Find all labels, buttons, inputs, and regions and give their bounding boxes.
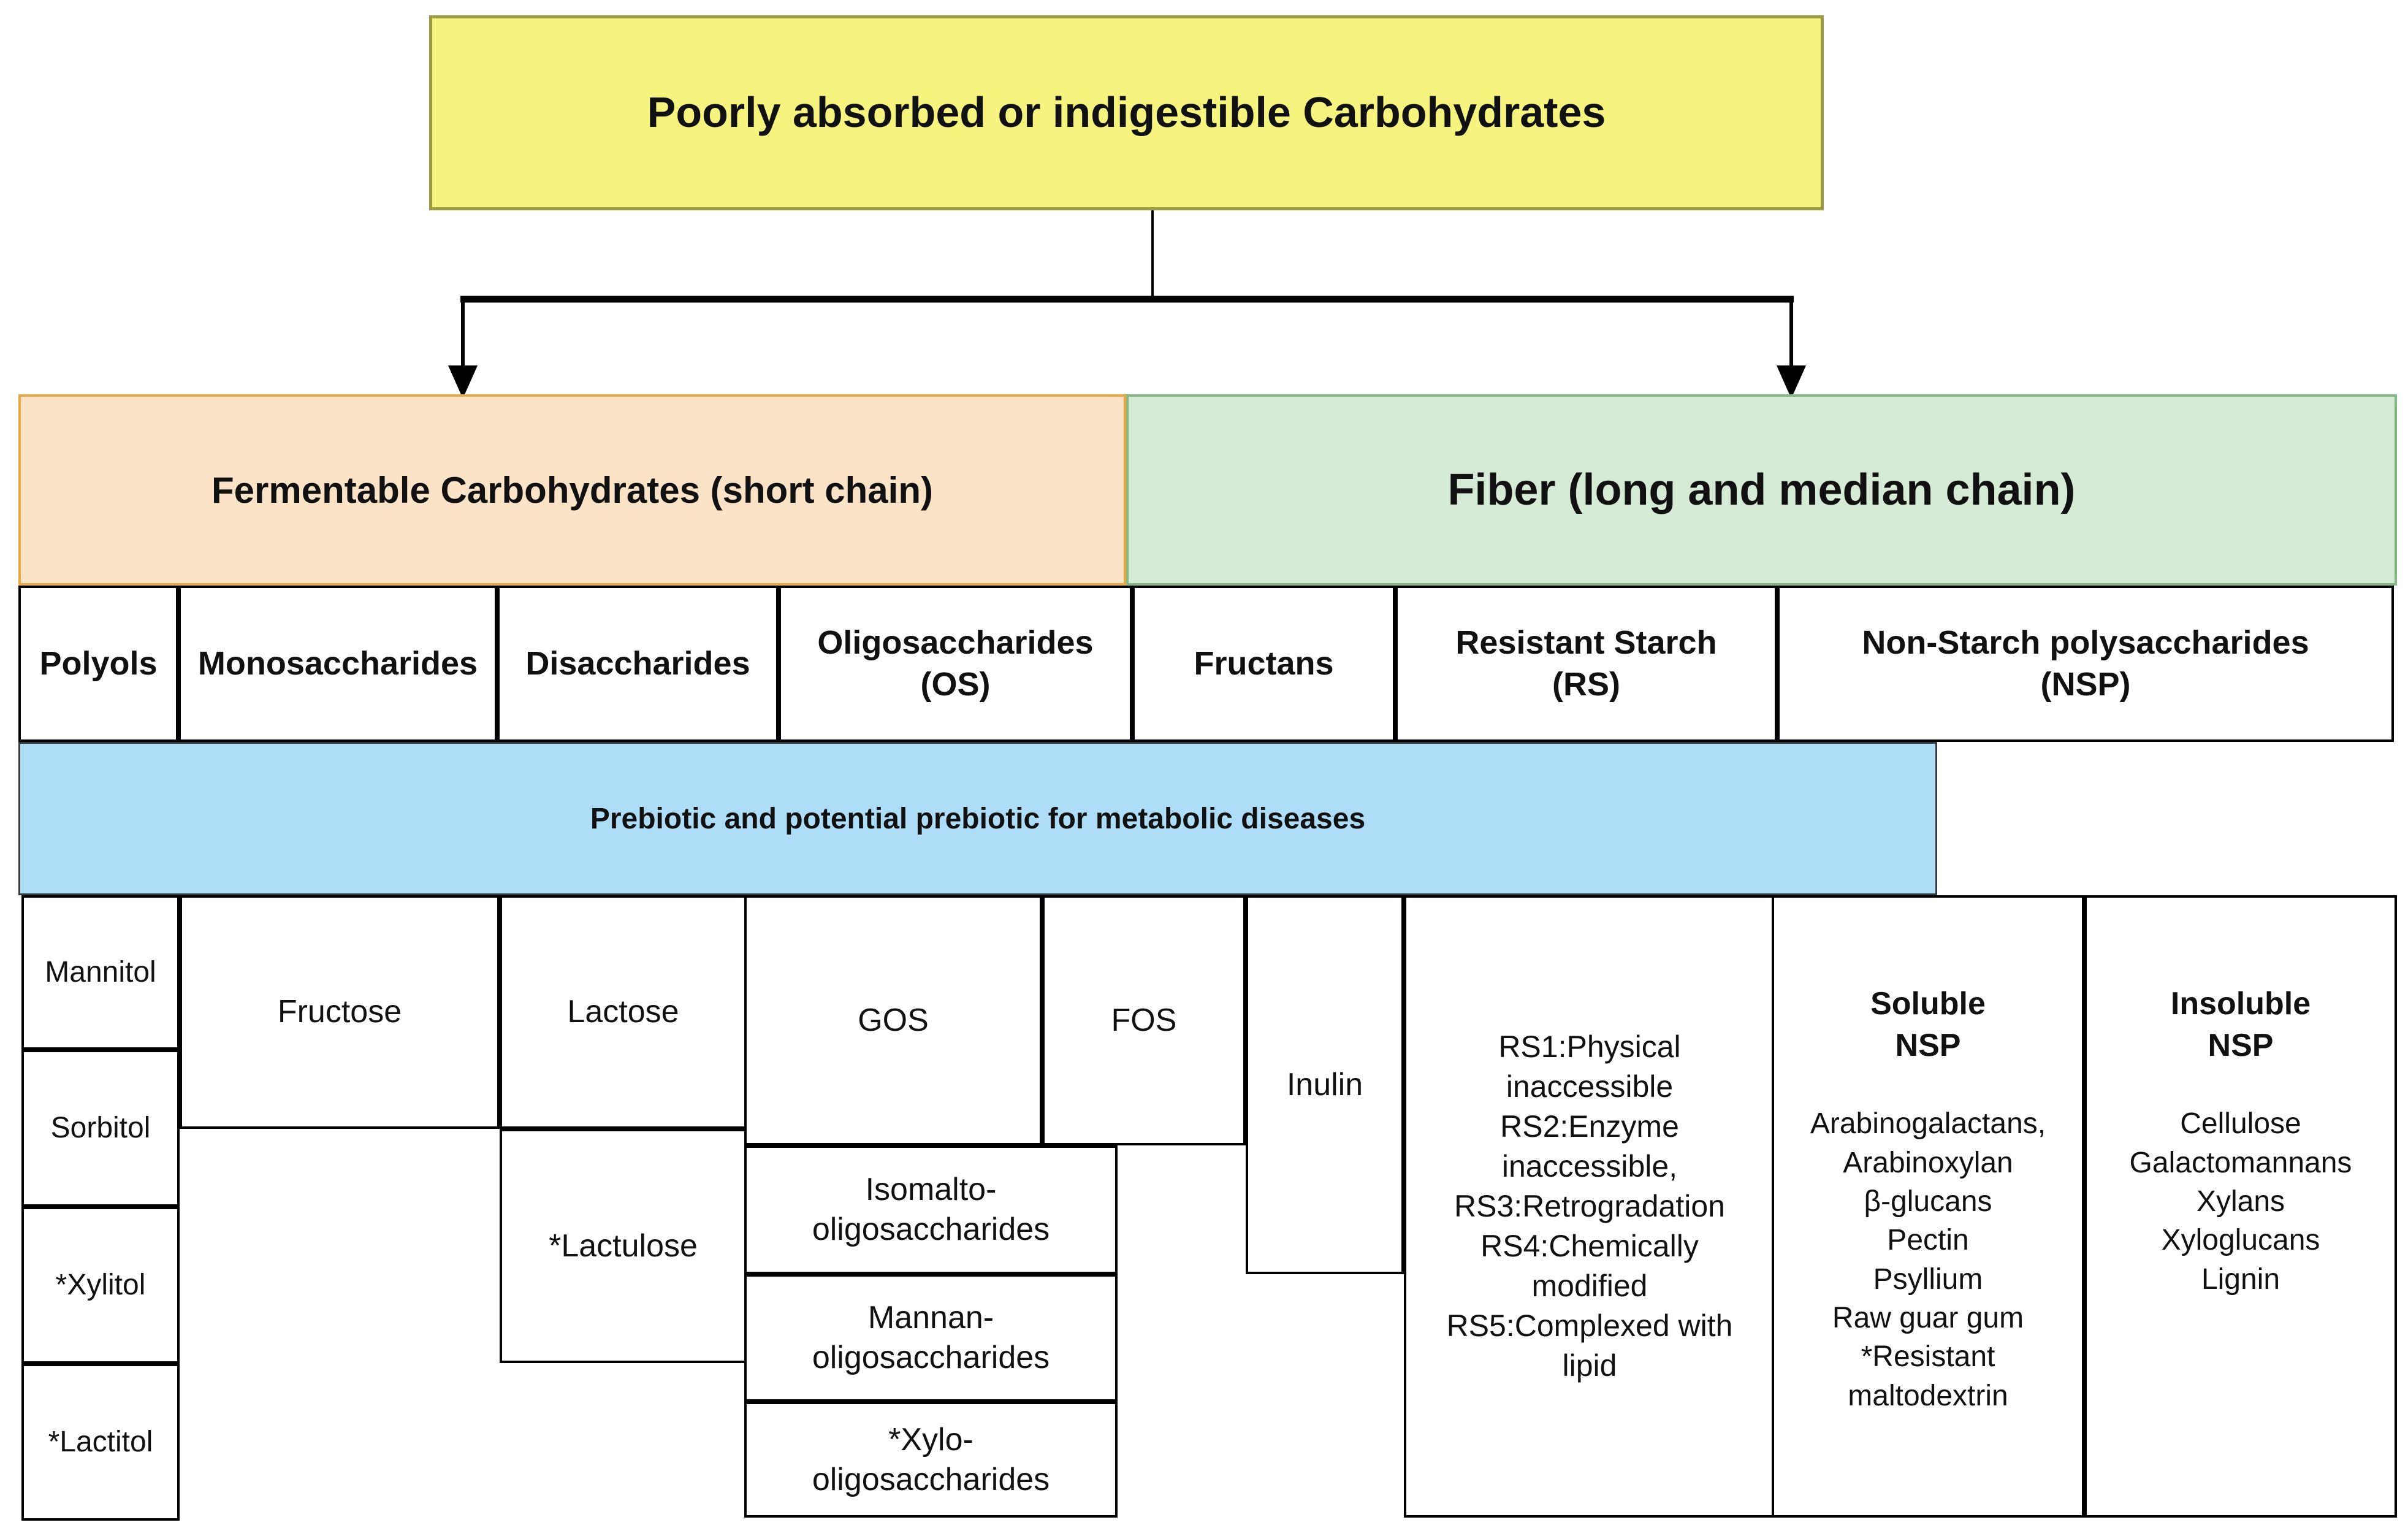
resistant-starch-box: RS1:Physical inaccessible RS2:Enzyme ina… bbox=[1404, 895, 1775, 1518]
polyol-item-mannitol: Mannitol bbox=[21, 895, 180, 1050]
soluble-nsp-item: Pectin bbox=[1887, 1224, 1969, 1257]
header-fructans: Fructans bbox=[1132, 586, 1395, 742]
header-oligosaccharides: Oligosaccharides (OS) bbox=[779, 586, 1132, 742]
disaccharide-item-lactose: Lactose bbox=[500, 895, 747, 1129]
soluble-nsp-list: Arabinogalactans, Arabinoxylan β-glucans… bbox=[1774, 1104, 2082, 1415]
branch-fiber: Fiber (long and median chain) bbox=[1126, 394, 2397, 586]
insoluble-nsp-box: Insoluble NSP Cellulose Galactomannans X… bbox=[2084, 895, 2397, 1518]
header-monosaccharides: Monosaccharides bbox=[178, 586, 497, 742]
soluble-nsp-box: Soluble NSP Arabinogalactans, Arabinoxyl… bbox=[1772, 895, 2084, 1518]
header-disaccharides: Disaccharides bbox=[497, 586, 779, 742]
polyol-item-xylitol: *Xylitol bbox=[21, 1207, 180, 1364]
rs-item: RS2:Enzyme inaccessible, bbox=[1500, 1109, 1679, 1183]
header-nsp: Non-Starch polysaccharides (NSP) bbox=[1777, 586, 2394, 742]
polyol-item-lactitol: *Lactitol bbox=[21, 1364, 180, 1521]
insoluble-nsp-item: Xyloglucans bbox=[2161, 1224, 2320, 1257]
insoluble-nsp-item: Xylans bbox=[2196, 1185, 2285, 1218]
prebiotic-banner: Prebiotic and potential prebiotic for me… bbox=[18, 742, 1937, 895]
header-polyols: Polyols bbox=[18, 586, 178, 742]
diagram-title: Poorly absorbed or indigestible Carbohyd… bbox=[429, 15, 1824, 210]
soluble-nsp-title: Soluble NSP bbox=[1870, 986, 1986, 1063]
soluble-nsp-item: Raw guar gum bbox=[1832, 1301, 2024, 1334]
oligosaccharide-item-mannan: Mannan-oligosaccharides bbox=[744, 1274, 1118, 1402]
resistant-starch-list: RS1:Physical inaccessible RS2:Enzyme ina… bbox=[1406, 1027, 1773, 1386]
arrow-left-head-icon bbox=[448, 365, 478, 399]
branch-fermentable: Fermentable Carbohydrates (short chain) bbox=[18, 394, 1126, 586]
insoluble-nsp-item: Galactomannans bbox=[2129, 1146, 2352, 1179]
oligosaccharide-item-isomalto: Isomalto-oligosaccharides bbox=[744, 1145, 1118, 1274]
oligosaccharide-item-xylo: *Xylo-oligosaccharides bbox=[744, 1402, 1118, 1518]
rs-item: RS3:Retrogradation bbox=[1454, 1189, 1725, 1223]
oligosaccharide-item-fos: FOS bbox=[1042, 895, 1246, 1145]
soluble-nsp-item: β-glucans bbox=[1864, 1185, 1992, 1218]
arrow-right-head-icon bbox=[1777, 365, 1806, 399]
rs-item: RS5:Complexed with lipid bbox=[1446, 1309, 1733, 1383]
insoluble-nsp-item: Cellulose bbox=[2180, 1107, 2301, 1141]
oligosaccharide-item-gos: GOS bbox=[744, 895, 1042, 1145]
soluble-nsp-item: *Resistant maltodextrin bbox=[1848, 1340, 2008, 1412]
monosaccharide-item-fructose: Fructose bbox=[180, 895, 500, 1129]
insoluble-nsp-item: Lignin bbox=[2201, 1263, 2280, 1296]
fructan-item-inulin: Inulin bbox=[1246, 895, 1404, 1274]
insoluble-nsp-list: Cellulose Galactomannans Xylans Xylogluc… bbox=[2124, 1104, 2358, 1299]
header-resistant-starch: Resistant Starch (RS) bbox=[1395, 586, 1777, 742]
polyol-item-sorbitol: Sorbitol bbox=[21, 1050, 180, 1207]
soluble-nsp-item: Psyllium bbox=[1873, 1263, 1983, 1296]
rs-item: RS1:Physical inaccessible bbox=[1498, 1030, 1681, 1104]
rs-item: RS4:Chemically modified bbox=[1480, 1229, 1699, 1303]
soluble-nsp-item: Arabinoxylan bbox=[1843, 1146, 2013, 1179]
disaccharide-item-lactulose: *Lactulose bbox=[500, 1129, 747, 1363]
insoluble-nsp-title: Insoluble NSP bbox=[2170, 986, 2311, 1063]
soluble-nsp-item: Arabinogalactans, bbox=[1810, 1107, 2046, 1141]
